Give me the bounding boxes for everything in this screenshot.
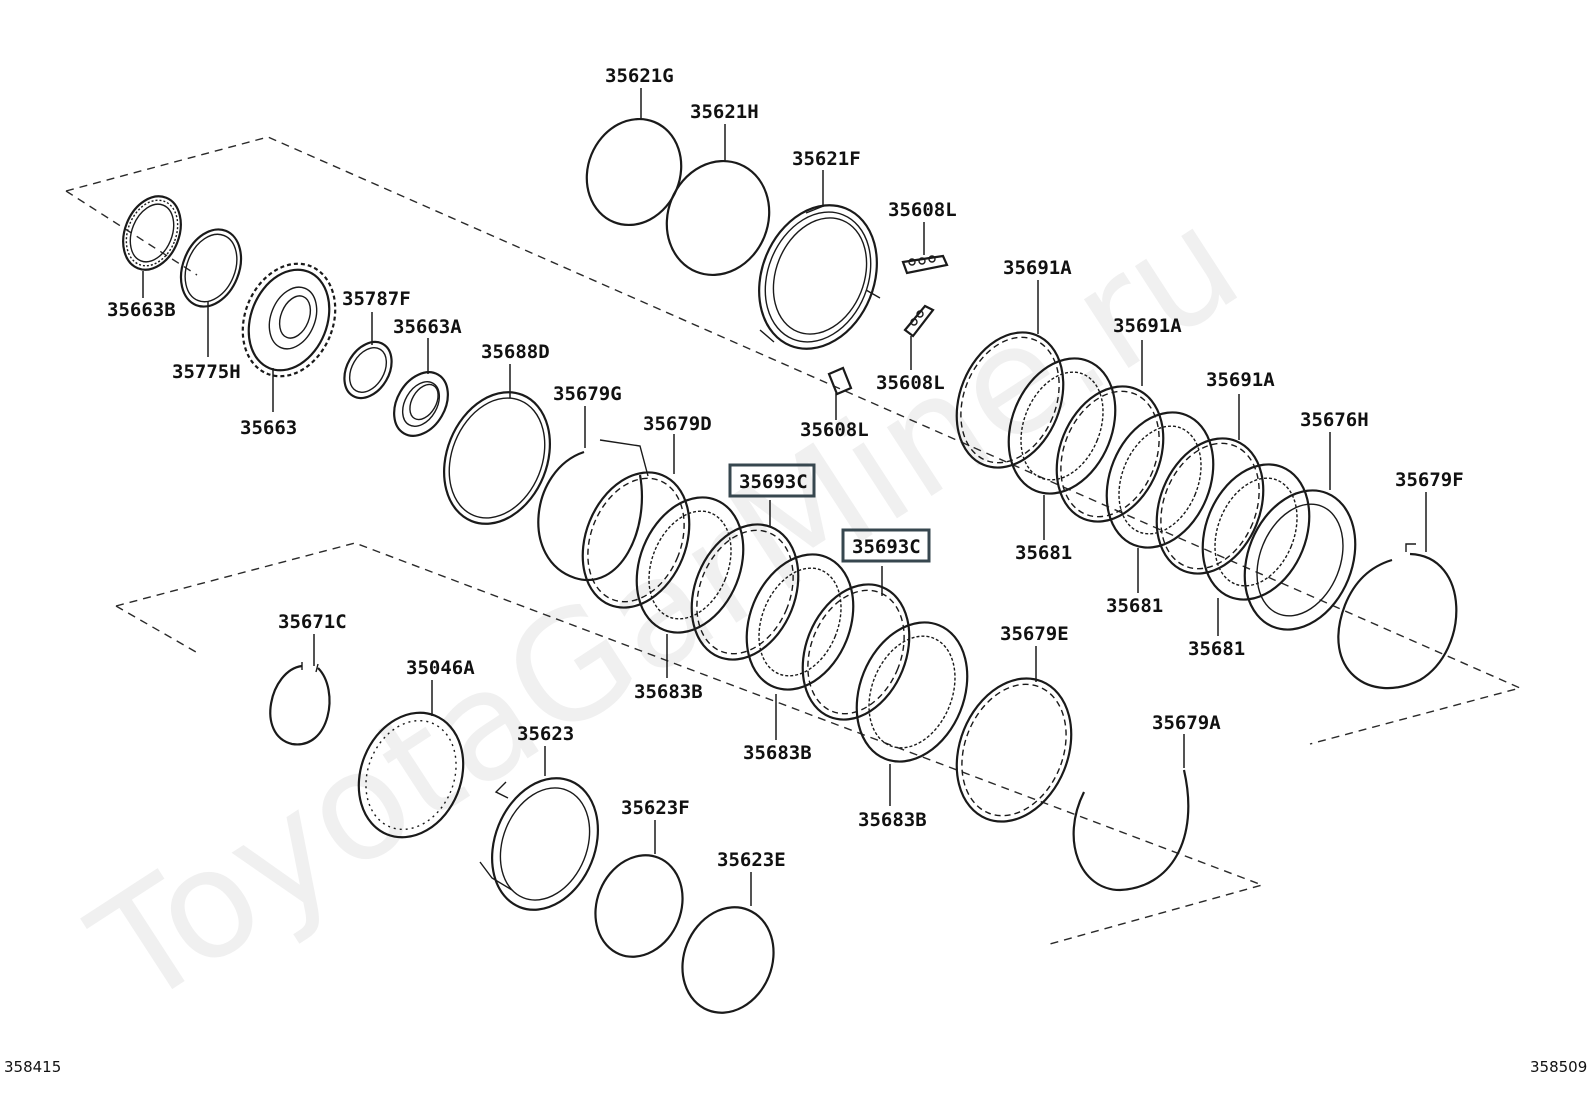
label-35046A: 35046A: [406, 657, 475, 679]
label-35663B: 35663B: [107, 299, 176, 321]
label-35621G: 35621G: [605, 65, 674, 87]
part-35671C[interactable]: [269, 634, 331, 746]
part-35621G[interactable]: [571, 88, 697, 239]
part-35623F[interactable]: [581, 820, 698, 970]
part-35663A[interactable]: [383, 338, 459, 445]
part-35683B-1[interactable]: [617, 481, 762, 678]
part-35681-3[interactable]: [1183, 448, 1328, 636]
label-35679A: 35679A: [1152, 712, 1221, 734]
highlight-box-35693C-1: [728, 463, 816, 498]
label-35621F: 35621F: [792, 148, 861, 170]
label-35679G: 35679G: [553, 383, 622, 405]
part-35663[interactable]: [226, 250, 351, 412]
part-35663B[interactable]: [113, 188, 192, 298]
watermark: ToyotaGarMine.ru: [64, 174, 1268, 1040]
part-35679G[interactable]: [537, 406, 649, 581]
part-35693C-2[interactable]: [783, 566, 928, 736]
label-35608L-mid: 35608L: [876, 372, 945, 394]
label-35679D: 35679D: [643, 413, 712, 435]
label-35683B-1: 35683B: [634, 681, 703, 703]
label-35693C-1[interactable]: 35693C: [739, 471, 808, 493]
label-35691A-2: 35691A: [1113, 315, 1182, 337]
label-35663: 35663: [240, 417, 297, 439]
part-35621H[interactable]: [650, 124, 786, 291]
part-35681-1[interactable]: [989, 342, 1134, 540]
label-35623: 35623: [517, 723, 574, 745]
label-35693C-2[interactable]: 35693C: [852, 536, 921, 558]
part-35608L-top[interactable]: [901, 222, 949, 275]
label-35787F: 35787F: [342, 288, 411, 310]
label-35681-3: 35681: [1188, 638, 1245, 660]
part-35679D[interactable]: [563, 434, 708, 624]
label-35691A-1: 35691A: [1003, 257, 1072, 279]
part-35691A-1[interactable]: [937, 280, 1082, 484]
part-35623E[interactable]: [667, 872, 789, 1027]
part-35621F[interactable]: [738, 170, 897, 367]
label-35683B-3: 35683B: [858, 809, 927, 831]
label-35681-1: 35681: [1015, 542, 1072, 564]
assembly-outline-upper: [65, 136, 1523, 745]
part-35046A[interactable]: [341, 680, 482, 853]
label-35663A: 35663A: [393, 316, 462, 338]
label-35621H: 35621H: [690, 101, 759, 123]
label-35623F: 35623F: [621, 797, 690, 819]
diagram-code-right: 358509: [1530, 1058, 1587, 1076]
part-35679E[interactable]: [936, 646, 1092, 839]
part-35787F[interactable]: [335, 312, 401, 406]
label-35676H: 35676H: [1300, 409, 1369, 431]
part-35688D[interactable]: [425, 364, 569, 540]
label-35608L-top: 35608L: [888, 199, 957, 221]
label-35679F: 35679F: [1395, 469, 1464, 491]
part-35693C-1[interactable]: [672, 500, 817, 676]
label-35671C: 35671C: [278, 611, 347, 633]
assembly-outline-lower: [115, 542, 1265, 945]
part-35691A-2[interactable]: [1037, 340, 1182, 538]
part-35681-2[interactable]: [1087, 396, 1232, 593]
part-35608L-low[interactable]: [827, 366, 853, 420]
label-35608L-low: 35608L: [800, 419, 869, 441]
part-35691A-3[interactable]: [1137, 394, 1282, 590]
label-35681-2: 35681: [1106, 595, 1163, 617]
assembly-outline-lower-left: [115, 605, 197, 653]
highlight-box-35693C-2: [841, 528, 931, 563]
part-35683B-2[interactable]: [727, 538, 872, 740]
label-35623E: 35623E: [717, 849, 786, 871]
part-35676H[interactable]: [1225, 432, 1375, 646]
part-35623[interactable]: [473, 746, 617, 926]
part-35608L-mid[interactable]: [903, 304, 935, 370]
label-35688D: 35688D: [481, 341, 550, 363]
part-35775H[interactable]: [170, 220, 252, 357]
diagram-code-left: 358415: [4, 1058, 61, 1076]
part-35683B-3[interactable]: [837, 606, 987, 806]
label-35775H: 35775H: [172, 361, 241, 383]
label-35683B-2: 35683B: [743, 742, 812, 764]
part-35679F[interactable]: [1337, 492, 1458, 690]
label-35679E: 35679E: [1000, 623, 1069, 645]
label-35691A-3: 35691A: [1206, 369, 1275, 391]
part-35679A[interactable]: [1072, 734, 1190, 892]
